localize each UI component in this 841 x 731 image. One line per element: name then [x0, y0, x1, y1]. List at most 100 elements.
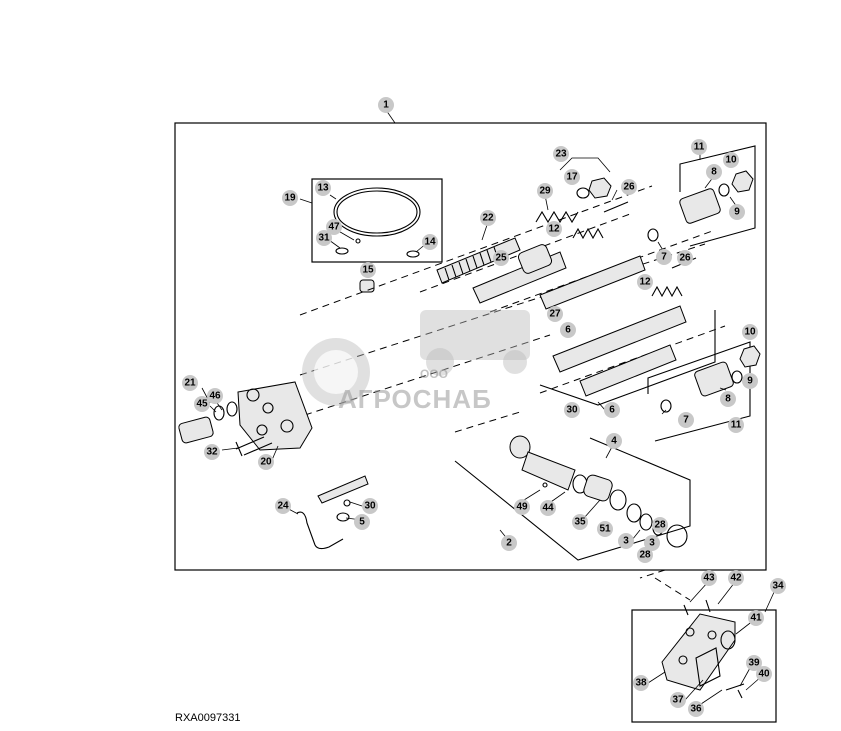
callout-badge: [691, 139, 707, 155]
callout-30: 30: [362, 498, 378, 514]
callout-badge: [621, 179, 637, 195]
callout-label: 11: [694, 142, 705, 153]
callout-7: 7: [656, 249, 672, 265]
callout-30: 30: [564, 402, 580, 418]
callout-label: 49: [516, 502, 528, 513]
bracket-inset-34: [631, 609, 777, 723]
callout-label: 31: [318, 233, 330, 244]
callout-label: 34: [772, 581, 784, 592]
sleeve-assembly-2: [509, 435, 688, 548]
callout-26: 26: [621, 179, 637, 195]
callout-12: 12: [546, 221, 562, 237]
callout-36: 36: [688, 701, 704, 717]
callout-badge: [378, 97, 394, 113]
callout-badge: [182, 375, 198, 391]
callout-label: 37: [672, 695, 684, 706]
reference-code: RXA0097331: [175, 712, 240, 724]
callout-25: 25: [493, 250, 509, 266]
callout-51: 51: [597, 521, 613, 537]
callout-badge: [362, 498, 378, 514]
callout-badge: [656, 249, 672, 265]
callout-badge: [637, 547, 653, 563]
callout-3: 3: [644, 535, 660, 551]
callout-label: 20: [260, 457, 272, 468]
callout-label: 6: [609, 405, 615, 416]
callout-17: 17: [564, 169, 580, 185]
callout-badge: [618, 533, 634, 549]
callout-label: 51: [599, 524, 611, 535]
callout-label: 2: [506, 538, 512, 549]
callout-39: 39: [746, 655, 762, 671]
callout-badge: [633, 675, 649, 691]
callout-27: 27: [547, 306, 563, 322]
callout-badge: [678, 412, 694, 428]
callout-badge: [553, 146, 569, 162]
callout-label: 41: [750, 613, 762, 624]
callout-label: 3: [649, 538, 655, 549]
callout-label: 12: [548, 224, 560, 235]
callout-label: 38: [635, 678, 647, 689]
callout-47: 47: [326, 219, 342, 235]
callout-label: 7: [683, 415, 689, 426]
callout-2: 2: [501, 535, 517, 551]
callout-11: 11: [728, 417, 744, 433]
callout-label: 8: [725, 394, 731, 405]
callout-label: 32: [206, 447, 218, 458]
spool-mid: [539, 255, 687, 397]
callout-badge: [207, 388, 223, 404]
callout-badge: [493, 250, 509, 266]
watermark-prefix: ООО: [420, 367, 448, 381]
callout-label: 21: [184, 378, 196, 389]
callout-label: 42: [730, 573, 742, 584]
callout-badge: [315, 180, 331, 196]
main-frame: [174, 122, 767, 571]
callout-20: 20: [258, 454, 274, 470]
callout-1: 1: [378, 97, 394, 113]
callout-badge: [652, 517, 668, 533]
callout-8: 8: [706, 164, 722, 180]
callout-label: 25: [495, 253, 507, 264]
callout-badge: [572, 514, 588, 530]
callout-3: 3: [618, 533, 634, 549]
callout-label: 15: [362, 265, 374, 276]
callout-26: 26: [677, 250, 693, 266]
callout-badge: [729, 204, 745, 220]
link-30: [317, 475, 369, 504]
callout-label: 14: [424, 237, 436, 248]
callout-badge: [547, 306, 563, 322]
callout-badge: [194, 396, 210, 412]
callout-9: 9: [742, 373, 758, 389]
callout-badge: [728, 417, 744, 433]
callout-label: 27: [549, 309, 561, 320]
callout-40: 40: [756, 666, 772, 682]
callout-badge: [677, 250, 693, 266]
callout-44: 44: [540, 500, 556, 516]
callout-7: 7: [678, 412, 694, 428]
callout-label: 5: [359, 517, 365, 528]
o-ring-small: [335, 247, 349, 255]
callout-label: 30: [364, 501, 376, 512]
callout-badge: [706, 164, 722, 180]
callout-badge: [480, 210, 496, 226]
callout-label: 45: [196, 399, 208, 410]
callout-34: 34: [770, 578, 786, 594]
callout-badge: [637, 274, 653, 290]
callout-badge: [597, 521, 613, 537]
callout-badge: [316, 230, 332, 246]
callout-label: 44: [542, 503, 554, 514]
callout-15: 15: [360, 262, 376, 278]
callout-label: 28: [654, 520, 666, 531]
callout-badge: [546, 221, 562, 237]
watermark-company: АГРОСНАБ: [338, 384, 492, 414]
callout-badge: [282, 190, 298, 206]
callout-11: 11: [691, 139, 707, 155]
callout-label: 47: [328, 222, 340, 233]
callout-label: 9: [747, 376, 753, 387]
callout-badge: [604, 402, 620, 418]
callout-badge: [756, 666, 772, 682]
callout-10: 10: [742, 324, 758, 340]
callout-13: 13: [315, 180, 331, 196]
callout-badge: [537, 183, 553, 199]
callout-badge: [701, 570, 717, 586]
